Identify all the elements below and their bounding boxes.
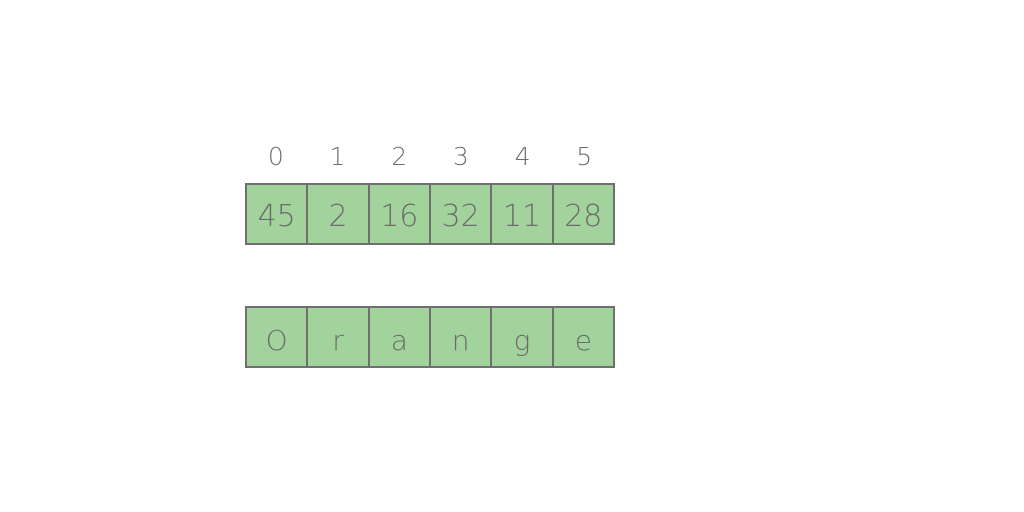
index-label: 4 bbox=[514, 142, 531, 171]
array-cell: 32 bbox=[431, 185, 493, 243]
array-cell: g bbox=[492, 308, 554, 366]
array-cell: 45 bbox=[247, 185, 309, 243]
array-cell: O bbox=[247, 308, 309, 366]
array-cell: a bbox=[370, 308, 431, 366]
array-cell: e bbox=[574, 323, 592, 357]
array-cell: 11 bbox=[492, 185, 554, 243]
number-array: 45 2 16 32 11 28 bbox=[245, 183, 615, 245]
index-label: 3 bbox=[452, 142, 469, 171]
index-label: 2 bbox=[391, 142, 408, 171]
index-label: 0 bbox=[267, 142, 284, 171]
array-cell: 2 bbox=[308, 185, 370, 243]
index-label: 1 bbox=[329, 142, 346, 171]
index-labels: 0 1 2 3 4 5 bbox=[245, 140, 615, 174]
array-cell: n bbox=[431, 308, 493, 366]
char-array: O r a n g e bbox=[245, 306, 615, 368]
index-label: 5 bbox=[576, 142, 593, 171]
array-cell: r bbox=[308, 308, 370, 366]
array-cell: 16 bbox=[370, 185, 431, 243]
array-cell: 28 bbox=[564, 198, 603, 234]
